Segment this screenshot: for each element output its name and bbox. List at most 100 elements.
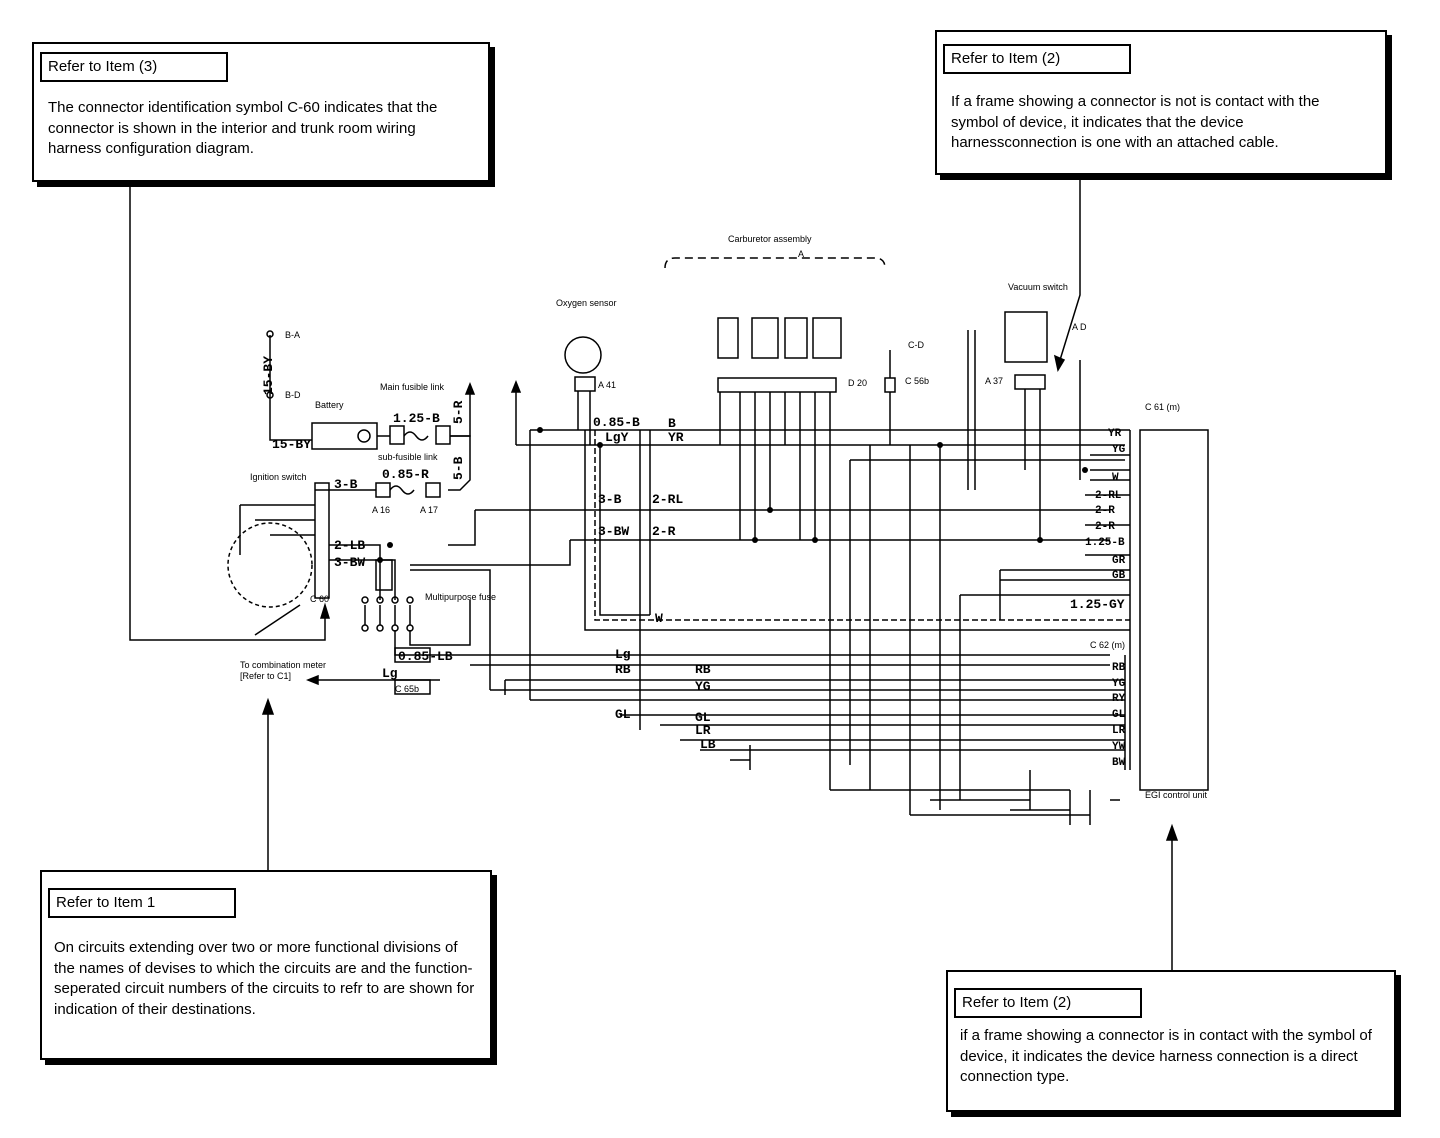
carburetor-assembly-bracket — [664, 257, 886, 269]
wire-5b: 5-B — [451, 456, 466, 480]
c62-pin-ry: RY — [1112, 693, 1126, 705]
leader-item1-arrow — [261, 697, 275, 715]
wire-lg-2: Lg — [615, 647, 631, 662]
callout-item2-top-text: If a frame showing a connector is not is… — [951, 93, 1320, 151]
callout-item3-text: The connector identification symbol C-60… — [48, 99, 438, 157]
wire-b: B — [668, 416, 676, 431]
wire-085r: 0.85-R — [382, 467, 429, 482]
vacuum-switch-symbol — [1004, 311, 1048, 363]
ecu-label: EGI control unit — [1145, 790, 1208, 800]
wire-15by-battery — [269, 335, 312, 441]
wire-rb: RB — [615, 662, 631, 677]
c62-pin-yg: YG — [1112, 678, 1126, 690]
leader-item3-arrow — [319, 602, 331, 619]
connector-c56b-label: C 56b — [905, 376, 929, 386]
ecu-box — [1139, 429, 1209, 791]
wire-lg: Lg — [382, 666, 398, 681]
callout-item2-bottom: Refer to Item (2) if a frame showing a c… — [946, 970, 1396, 1112]
wire-125gy: 1.25-GY — [1070, 597, 1125, 612]
wire-3bw-2: 3-BW — [598, 524, 629, 539]
callout-item3-tag: Refer to Item (3) — [40, 52, 228, 82]
connector-c61-label: C 61 (m) — [1145, 402, 1180, 412]
wire-3b: 3-B — [334, 477, 358, 492]
decel-solenoid-valve — [751, 317, 779, 359]
ignition-switch — [227, 522, 313, 608]
callout-item2-bottom-tag: Refer to Item (2) — [954, 988, 1142, 1018]
terminal-b-a-label: B-A — [285, 330, 300, 340]
carburetor-assembly-label: Carburetor assembly — [728, 234, 812, 244]
leader-item3 — [129, 182, 326, 641]
callout-item2-bottom-text: if a frame showing a connector is in con… — [960, 1027, 1372, 1085]
connector-c65b-label: C 65b — [395, 684, 419, 694]
terminal-b-d — [266, 391, 274, 399]
connector-c60-label: C 60 — [310, 594, 329, 604]
wire-2rl: 2-RL — [652, 492, 683, 507]
leader-item2-bottom-arrow — [1165, 823, 1179, 841]
c61-pin-2rl: 2-RL — [1095, 490, 1122, 502]
wire-2lb: 2-LB — [334, 538, 365, 553]
leader-c60 — [254, 604, 301, 636]
multipurpose-fuse-label: Multipurpose fuse — [425, 592, 496, 602]
connector-a37-label: A 37 — [985, 376, 1003, 386]
c61-pin-gb: GB — [1112, 570, 1126, 582]
wire-gl-2: GL — [695, 710, 711, 725]
callout-item1-tag: Refer to Item 1 — [48, 888, 236, 918]
wire-rb-2: RB — [695, 662, 711, 677]
battery-label: Battery — [315, 400, 344, 410]
c62-pin-bw: BW — [1112, 757, 1126, 769]
connector-d20-label: D 20 — [848, 378, 867, 388]
carburetor-a-label: A — [798, 249, 804, 259]
c61-pin-125b: 1.25-B — [1085, 537, 1125, 549]
main-fusible-link — [403, 431, 429, 441]
connector-a17-label: A 17 — [420, 505, 438, 515]
to-combination-meter-label: To combination meter — [240, 660, 326, 670]
wire-w: W — [655, 611, 663, 626]
c61-pin-gr: GR — [1112, 555, 1126, 567]
callout-item3: Refer to Item (3) The connector identifi… — [32, 42, 490, 182]
c61-pin-yg: YG — [1112, 444, 1126, 456]
wire-085lb: 0.85-LB — [398, 649, 453, 664]
wire-15by: 15-BY — [272, 437, 311, 452]
wire-3bw: 3-BW — [334, 555, 365, 570]
c62-pin-rb: RB — [1112, 662, 1126, 674]
wire-yr: YR — [668, 430, 684, 445]
connector-a16-label: A 16 — [372, 505, 390, 515]
connector-a37 — [1014, 374, 1046, 390]
vacuum-switch-label: Vacuum switch — [1008, 282, 1068, 292]
battery-symbol — [311, 422, 378, 450]
wire-lgy: LgY — [605, 430, 629, 445]
callout-item1-text: On circuits extending over two or more f… — [54, 939, 475, 1018]
wire-gl: GL — [615, 707, 631, 722]
c61-pin-2r: 2-R — [1095, 505, 1115, 517]
callout-item2-top: Refer to Item (2) If a frame showing a c… — [935, 30, 1387, 175]
connector-c62-label: C 62 (m) — [1090, 640, 1125, 650]
callout-item1: Refer to Item 1 On circuits extending ov… — [40, 870, 492, 1060]
terminal-b-d-label: B-D — [285, 390, 301, 400]
c61-pin-w: W — [1112, 472, 1119, 484]
wire-lb: LB — [700, 737, 716, 752]
sub-fusible-link — [389, 485, 415, 495]
wire-085b: 0.85-B — [593, 415, 640, 430]
fuel-cut-valve — [784, 317, 808, 359]
sub-fusible-link-label: sub-fusible link — [378, 452, 438, 462]
wire-3b-2: 3-B — [598, 492, 622, 507]
callout-item2-top-tag: Refer to Item (2) — [943, 44, 1131, 74]
air-solenoid-valve — [812, 317, 842, 359]
leader-item2-top-arrow — [1053, 354, 1066, 373]
wire-yg: YG — [695, 679, 711, 694]
bowl-vent-valve — [717, 317, 739, 359]
leader-item2-top — [1059, 175, 1081, 361]
wire-15by-vertical: 15-BY — [261, 356, 276, 395]
main-fusible-link-connector — [389, 425, 405, 445]
oxygen-sensor-label: Oxygen sensor — [556, 298, 617, 308]
c61-pin-2r-2: 2-R — [1095, 521, 1115, 533]
wire-125b: 1.25-B — [393, 411, 440, 426]
c62-pin-yw: YW — [1112, 741, 1126, 753]
connector-a41-label: A 41 — [598, 380, 616, 390]
c62-pin-gl: GL — [1112, 709, 1126, 721]
battery-terminal — [357, 429, 371, 443]
terminal-b-a — [266, 330, 274, 338]
c61-pin-yr: YR — [1108, 428, 1122, 440]
